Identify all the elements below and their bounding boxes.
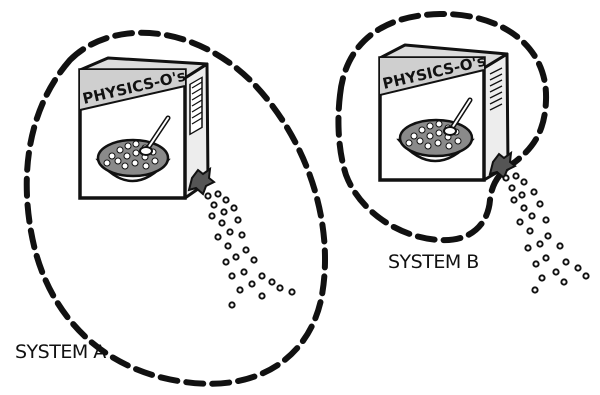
cereal-box-b: PHYSICS-O's xyxy=(380,45,515,180)
cereal-spill-b xyxy=(503,173,588,292)
cereal-spill-a xyxy=(205,191,294,307)
system-a: PHYSICS-O's xyxy=(15,33,325,384)
system-a-label: SYSTEM A xyxy=(15,341,106,363)
system-b: PHYSICS-O's xyxy=(338,14,588,293)
cereal-box-a: PHYSICS-O's xyxy=(80,58,214,198)
system-b-label: SYSTEM B xyxy=(388,251,479,273)
